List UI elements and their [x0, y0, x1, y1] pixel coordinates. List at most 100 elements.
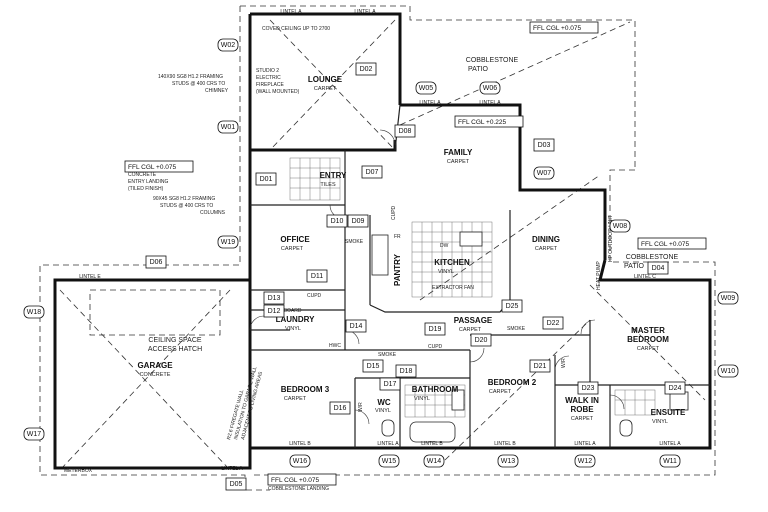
- cobble-landing-note: COBBLESTONE LANDING: [268, 486, 329, 492]
- svg-text:W12: W12: [578, 458, 593, 465]
- svg-text:D15: D15: [367, 363, 380, 370]
- cupd-passage: CUPD: [428, 344, 443, 350]
- entry-landing-2: ENTRY LANDING: [128, 179, 168, 185]
- door-tag-d24: D24: [664, 381, 686, 395]
- ffl-right: FFL CGL +0.075: [641, 241, 689, 248]
- door-tag-d10: D10: [326, 214, 348, 228]
- room-wir-line2: ROBE: [570, 405, 594, 414]
- fireplace-note-3: FIREPLACE: [256, 82, 284, 88]
- svg-text:D09: D09: [352, 218, 365, 225]
- door-tags: D01 D02 D03 D04 D05 D06 D07 D08 D09 D10 …: [145, 62, 686, 491]
- svg-text:D13: D13: [268, 295, 281, 302]
- door-tag-d01: D01: [255, 172, 277, 186]
- svg-text:W11: W11: [663, 458, 677, 465]
- svg-text:D08: D08: [399, 128, 412, 135]
- window-tag-w15: W15: [378, 454, 400, 468]
- svg-text:D02: D02: [360, 66, 373, 73]
- door-swings: [249, 129, 625, 425]
- door-tag-d20: D20: [470, 333, 492, 347]
- svg-text:W14: W14: [427, 458, 442, 465]
- door-tag-d13: D13: [263, 291, 285, 305]
- svg-text:D25: D25: [506, 303, 519, 310]
- room-office-floor: CARPET: [281, 246, 304, 252]
- room-garage: GARAGE: [137, 361, 173, 370]
- room-ensuite-floor: VINYL: [652, 419, 668, 425]
- framing-cols-1: 90X45 SG8 H1.2 FRAMING: [153, 196, 215, 202]
- window-tag-w11: W11: [659, 454, 681, 468]
- room-lounge: LOUNGE: [308, 75, 343, 84]
- room-bedroom2: BEDROOM 2: [488, 378, 537, 387]
- door-tag-d17: D17: [379, 377, 401, 391]
- smoke-dining: SMOKE: [507, 326, 526, 332]
- patio-top-line1: COBBLESTONE: [466, 57, 519, 64]
- framing-top-2: STUDS @ 400 CRS TO: [172, 81, 225, 87]
- ffl-bottom: FFL CGL +0.075: [271, 477, 319, 484]
- room-bathroom: BATHROOM: [412, 385, 459, 394]
- fixtures: [371, 231, 689, 443]
- svg-text:D05: D05: [230, 481, 243, 488]
- window-tag-w06: W06: [479, 81, 501, 95]
- ceiling-hatch-line2: ACCESS HATCH: [148, 346, 202, 353]
- svg-text:W09: W09: [721, 295, 736, 302]
- svg-text:D03: D03: [538, 142, 551, 149]
- framing-cols-2: STUDS @ 400 CRS TO: [160, 203, 213, 209]
- svg-text:W19: W19: [221, 239, 236, 246]
- cupd-entry: CUPD: [391, 205, 397, 220]
- window-tag-w05: W05: [415, 81, 437, 95]
- window-tag-w01: W01: [217, 120, 239, 134]
- lintel-garage-a: LINTEL A: [221, 466, 243, 472]
- room-bedroom3-floor: CARPET: [284, 396, 307, 402]
- door-tag-d22: D22: [542, 316, 564, 330]
- svg-text:D07: D07: [366, 169, 379, 176]
- window-tag-w14: W14: [423, 454, 445, 468]
- heat-pump-note: HEAT PUMP: [596, 261, 602, 290]
- kitchen-tiles: [411, 221, 493, 298]
- room-wc: WC: [377, 398, 391, 407]
- framing-top-1: 140X90 SG8 H1.2 FRAMING: [158, 74, 223, 80]
- room-wir-floor: CARPET: [571, 416, 594, 422]
- door-tag-d14: D14: [345, 319, 367, 333]
- door-tag-d05: D05: [225, 477, 247, 491]
- lintel-labels: LINTEL A LINTEL A LINTEL A LINTEL A LINT…: [79, 9, 681, 472]
- door-tag-d15: D15: [362, 359, 384, 373]
- window-tag-w16: W16: [289, 454, 311, 468]
- door-tag-d07: D07: [361, 165, 383, 179]
- door-tag-d21: D21: [529, 359, 551, 373]
- svg-text:D06: D06: [150, 259, 163, 266]
- fireplace-note-2: ELECTRIC: [256, 75, 281, 81]
- shower-fixture: [451, 389, 465, 411]
- ffl-family: FFL CGL +0.225: [458, 119, 506, 126]
- room-dining: DINING: [532, 235, 560, 244]
- window-tag-w07: W07: [533, 166, 555, 180]
- svg-text:W08: W08: [613, 223, 628, 230]
- svg-text:D16: D16: [334, 405, 347, 412]
- framing-top-3: CHIMNEY: [205, 88, 229, 94]
- window-tag-w08: W08: [609, 219, 631, 233]
- ffl-levels: FFL CGL +0.075 FFL CGL +0.225 FFL CGL +0…: [124, 21, 707, 486]
- svg-text:D14: D14: [350, 323, 363, 330]
- coved-ceiling-note: COVED CEILING UP TO 2700: [262, 26, 330, 32]
- room-entry-floor: TILES: [320, 182, 336, 188]
- door-tag-d18: D18: [395, 364, 417, 378]
- door-tag-d09: D09: [347, 214, 369, 228]
- door-tag-d16: D16: [329, 401, 351, 415]
- svg-text:D01: D01: [260, 176, 273, 183]
- room-kitchen: KITCHEN: [434, 258, 470, 267]
- entry-landing-3: (TILED FINISH): [128, 186, 164, 192]
- ffl-top: FFL CGL +0.075: [533, 25, 581, 32]
- room-bedroom2-floor: CARPET: [489, 389, 512, 395]
- cupd-laundry: CUPD: [307, 293, 322, 299]
- oven-fixture: [459, 231, 483, 247]
- window-tag-w18: W18: [23, 305, 45, 319]
- svg-text:D18: D18: [400, 368, 413, 375]
- room-family-floor: CARPET: [447, 159, 470, 165]
- door-tag-d02: D02: [355, 62, 377, 76]
- ffl-left: FFL CGL +0.075: [128, 164, 176, 171]
- wir-bed2: W/R: [561, 358, 567, 368]
- fridge-note: FR: [394, 234, 401, 240]
- svg-text:D19: D19: [429, 326, 442, 333]
- room-dining-floor: CARPET: [535, 246, 558, 252]
- room-wir-line1: WALK IN: [565, 396, 599, 405]
- svg-text:D23: D23: [582, 385, 595, 392]
- door-tag-d04: D04: [647, 261, 669, 275]
